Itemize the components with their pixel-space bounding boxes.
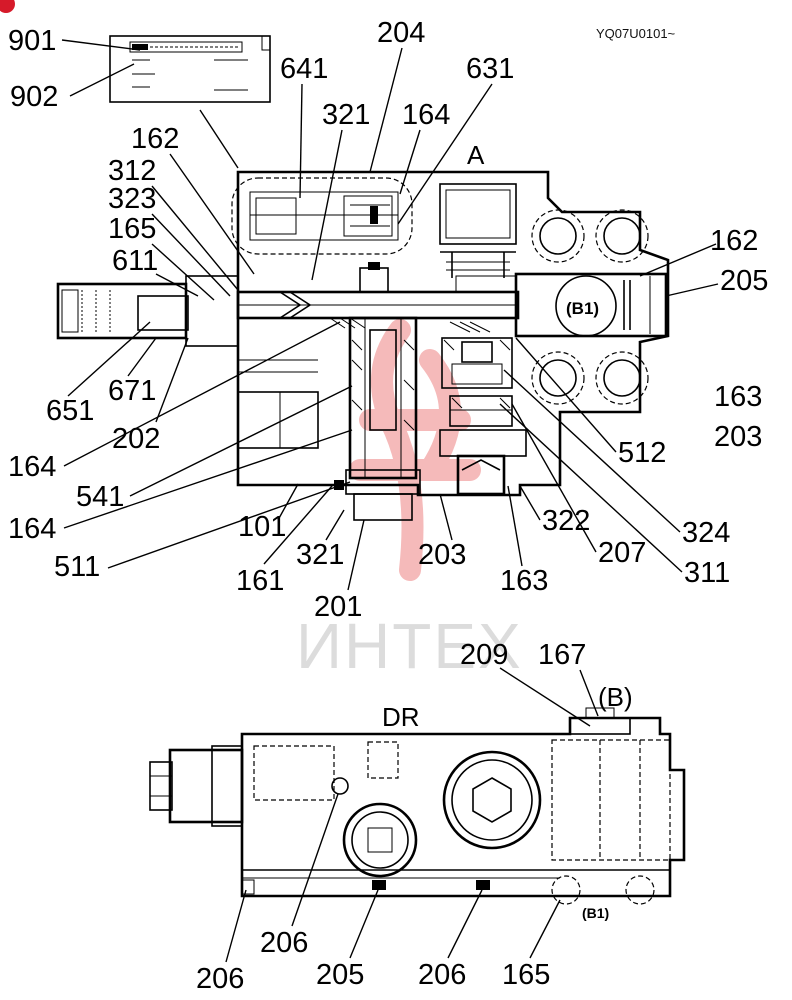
callout-323: 323 — [108, 183, 156, 215]
mounting-bolt-holes — [531, 209, 649, 405]
callout-321-low: 321 — [296, 539, 344, 571]
callout-205-bottom: 205 — [316, 959, 364, 991]
callout-101: 101 — [238, 511, 286, 543]
callout-163-right: 163 — [714, 381, 762, 413]
callout-641: 641 — [280, 53, 328, 85]
callout-671: 671 — [108, 375, 156, 407]
port-b1-label: (B1) — [566, 299, 599, 318]
callout-labels-bottom: 209 167 206 206 205 206 165 — [196, 639, 586, 995]
watermark: ИНТЕХ — [296, 319, 523, 682]
callout-163-low: 163 — [500, 565, 548, 597]
callout-164-low: 164 — [8, 513, 56, 545]
callout-206-right: 206 — [418, 959, 466, 991]
callout-511: 511 — [54, 551, 100, 583]
port-b-label: (B) — [598, 682, 633, 712]
round-plug-left — [342, 802, 418, 878]
callout-321-top: 321 — [322, 99, 370, 131]
callout-164-mid: 164 — [8, 451, 56, 483]
bottom-view: DR — [149, 639, 686, 995]
callout-162-left: 162 — [131, 123, 179, 155]
callout-203-low: 203 — [418, 539, 466, 571]
callout-203-right: 203 — [714, 421, 762, 453]
callout-206-left: 206 — [196, 963, 244, 995]
callout-209: 209 — [460, 639, 508, 671]
callout-161: 161 — [236, 565, 284, 597]
callout-205-top: 205 — [720, 265, 768, 297]
callout-631: 631 — [466, 53, 514, 85]
callout-165: 165 — [108, 213, 156, 245]
callout-322: 322 — [542, 505, 590, 537]
callout-167: 167 — [538, 639, 586, 671]
callout-541: 541 — [76, 481, 124, 513]
left-end-fitting — [149, 745, 244, 827]
callout-611: 611 — [112, 245, 158, 277]
callout-312: 312 — [108, 155, 156, 187]
callout-204: 204 — [377, 17, 425, 49]
callout-206-mid: 206 — [260, 927, 308, 959]
port-b1-label-bottom: (B1) — [582, 905, 609, 921]
drawing-code: YQ07U0101~ — [596, 26, 676, 41]
callout-901: 901 — [8, 25, 56, 57]
leader-lines-top — [61, 39, 719, 591]
nameplate — [109, 35, 271, 103]
callout-902: 902 — [10, 81, 58, 113]
left-solenoid — [56, 275, 239, 347]
callout-164-top: 164 — [402, 99, 450, 131]
callout-201: 201 — [314, 591, 362, 623]
hex-plug-right — [442, 750, 542, 850]
callout-512: 512 — [618, 437, 666, 469]
watermark-text: ИНТЕХ — [296, 610, 523, 682]
callout-651: 651 — [46, 395, 94, 427]
callout-165-bottom: 165 — [502, 959, 550, 991]
check-valve — [439, 337, 527, 496]
callout-324: 324 — [682, 517, 730, 549]
callout-162-right: 162 — [710, 225, 758, 257]
corner-mark-icon — [0, 0, 15, 13]
port-a-label: A — [467, 140, 485, 170]
top-view: A (B1) 901 902 204 641 631 321 164 162 3… — [8, 17, 768, 623]
callout-labels-top: 901 902 204 641 631 321 164 162 312 323 … — [8, 17, 768, 623]
dr-view-label: DR — [382, 702, 420, 732]
callout-207: 207 — [598, 537, 646, 569]
callout-311: 311 — [684, 557, 730, 589]
leader-lines-bottom — [225, 667, 599, 963]
